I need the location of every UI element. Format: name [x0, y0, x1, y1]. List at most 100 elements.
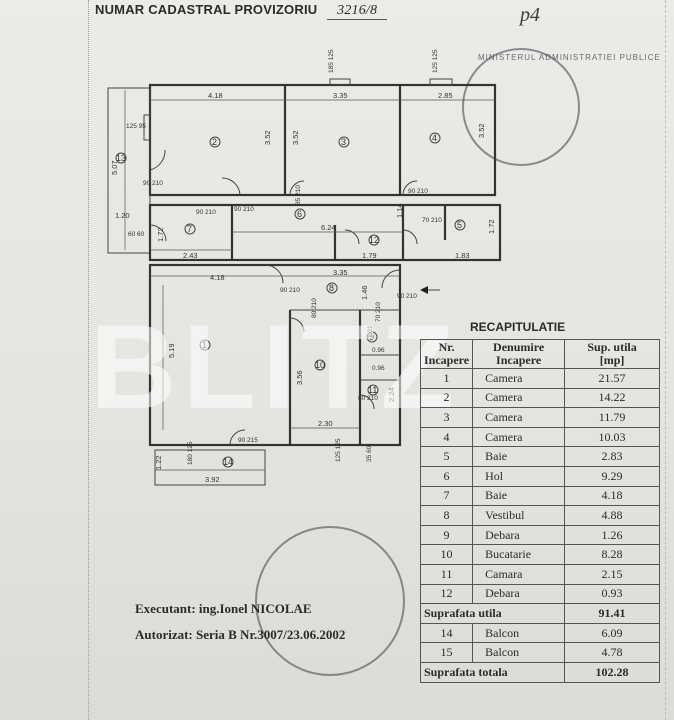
dim-r10-height: 3.56 [295, 370, 304, 385]
room-area-cell: 14.22 [564, 387, 660, 409]
room-4-label: 4 [432, 133, 437, 143]
door-r5: 70 210 [422, 217, 442, 224]
room-9-label: 9 [369, 332, 374, 342]
room-number-cell: 8 [419, 505, 474, 526]
dim-r2-height: 3.52 [263, 130, 272, 145]
door-r2: 90 210 [143, 180, 163, 187]
room-area-cell: 10.03 [564, 426, 660, 448]
dim-r2-width: 4.18 [208, 91, 223, 100]
room-name-cell: Hol [472, 465, 566, 487]
room-name-cell: Camera [472, 387, 566, 409]
official-stamp-bottom [255, 526, 405, 676]
room-name-cell: Baie [472, 446, 566, 467]
header-title: NUMAR CADASTRAL PROVIZORIU [95, 2, 318, 17]
dim-r12-width: 1.79 [362, 251, 377, 260]
room-number-cell: 10 [419, 544, 474, 565]
room-area-cell: 2.15 [564, 563, 660, 585]
room-3-label: 3 [341, 137, 346, 147]
dim-r10-width: 2.30 [318, 419, 333, 428]
autorizat-line: Autorizat: Seria B Nr.3007/23.06.2002 [135, 627, 346, 642]
room-area-cell: 4.88 [564, 505, 660, 526]
util-value-cell: 91.41 [564, 603, 660, 624]
middle-block-outline [148, 203, 502, 262]
door-r3: 85 210 [295, 185, 302, 205]
window-top-1: 185 125 [328, 49, 335, 73]
balcony-13-outline [107, 87, 151, 254]
dim-r8-width: 3.35 [333, 268, 348, 277]
room-8-label: 8 [329, 283, 334, 293]
dim-r9-w: 0.96 [372, 365, 385, 372]
recap-header-row: Nr. Incapere Denumire Incapere Sup. util… [419, 339, 660, 369]
room-area-cell: 6.09 [564, 622, 660, 644]
page-mark: p4 [520, 4, 540, 26]
dim-r11-height: 2.24 [387, 387, 396, 402]
door-r10: 80 210 [311, 298, 318, 318]
dim-bal14-width: 3.92 [205, 475, 220, 484]
cadastral-number: 3216/8 [327, 3, 388, 20]
dim-r3-height: 3.52 [291, 130, 300, 145]
dim-r8-height: 1.46 [360, 285, 369, 300]
room-area-cell: 8.28 [564, 544, 660, 565]
room-number-cell: 4 [419, 426, 474, 448]
room-number-cell: 12 [419, 583, 474, 605]
dim-r7-width: 2.43 [183, 251, 198, 260]
recap-title: RECAPITULATIE [470, 320, 566, 334]
room-7-label: 7 [187, 224, 192, 234]
room-area-cell: 9.29 [564, 465, 660, 487]
room-area-cell: 21.57 [564, 368, 660, 389]
header-denumire: Denumire Incapere [472, 339, 566, 369]
dim-r7-height: 1.72 [156, 227, 165, 242]
room-area-cell: 4.78 [564, 642, 660, 663]
room-name-cell: Baie [472, 485, 566, 507]
util-label-cell: Suprafata utila [419, 603, 566, 624]
dim-balcony-width: 1.20 [115, 211, 130, 220]
room-number-cell: 11 [419, 563, 474, 585]
dim-left-total: 5.07 [110, 160, 119, 175]
room-area-cell: 0.93 [564, 583, 660, 605]
room-number-cell: 7 [419, 485, 474, 507]
dim-r9-h2: 0.96 [372, 347, 385, 354]
room-name-cell: Debara [472, 583, 566, 605]
total-value-cell: 102.28 [564, 661, 660, 683]
window-top-2: 125 125 [432, 49, 439, 73]
header-sup: Sup. utila [mp] [564, 339, 660, 369]
dim-r1-height: 5.19 [167, 343, 176, 358]
dim-bal14-height: 1.22 [154, 455, 163, 470]
header-nr: Nr. Incapere [419, 339, 474, 369]
room-name-cell: Bucatarie [472, 544, 566, 565]
door-entrance: 90 210 [397, 293, 417, 300]
door-r9: 70 210 [375, 302, 382, 322]
window-r1: 180 125 [187, 441, 194, 465]
stamp-top-text: MINISTERUL ADMINISTRATIEI PUBLICE [478, 53, 661, 62]
cadastral-header: NUMAR CADASTRAL PROVIZORIU 3216/8 [95, 2, 388, 20]
dim-r5-width: 1.83 [455, 251, 470, 260]
room-number-cell: 2 [419, 387, 474, 409]
room-area-cell: 4.18 [564, 485, 660, 507]
room-1-label: 1 [202, 340, 207, 350]
room-number-cell: 6 [419, 465, 474, 487]
room-14-label: 14 [223, 457, 233, 467]
room-area-cell: 2.83 [564, 446, 660, 467]
dim-r5-gap: 1.14 [395, 203, 404, 218]
total-label-cell: Suprafata totala [419, 661, 566, 683]
room-area-cell: 11.79 [564, 407, 660, 428]
room-name-cell: Camera [472, 426, 566, 448]
room-number-cell: 14 [419, 622, 474, 644]
door-r11: 80 210 [358, 395, 378, 402]
door-r2-hall: 90 210 [234, 206, 254, 213]
room-name-cell: Camara [472, 563, 566, 585]
room-number-cell: 3 [419, 407, 474, 428]
room-10-label: 10 [315, 360, 325, 370]
door-r7: 90 210 [196, 209, 216, 216]
dim-r1-width: 4.18 [210, 273, 225, 282]
